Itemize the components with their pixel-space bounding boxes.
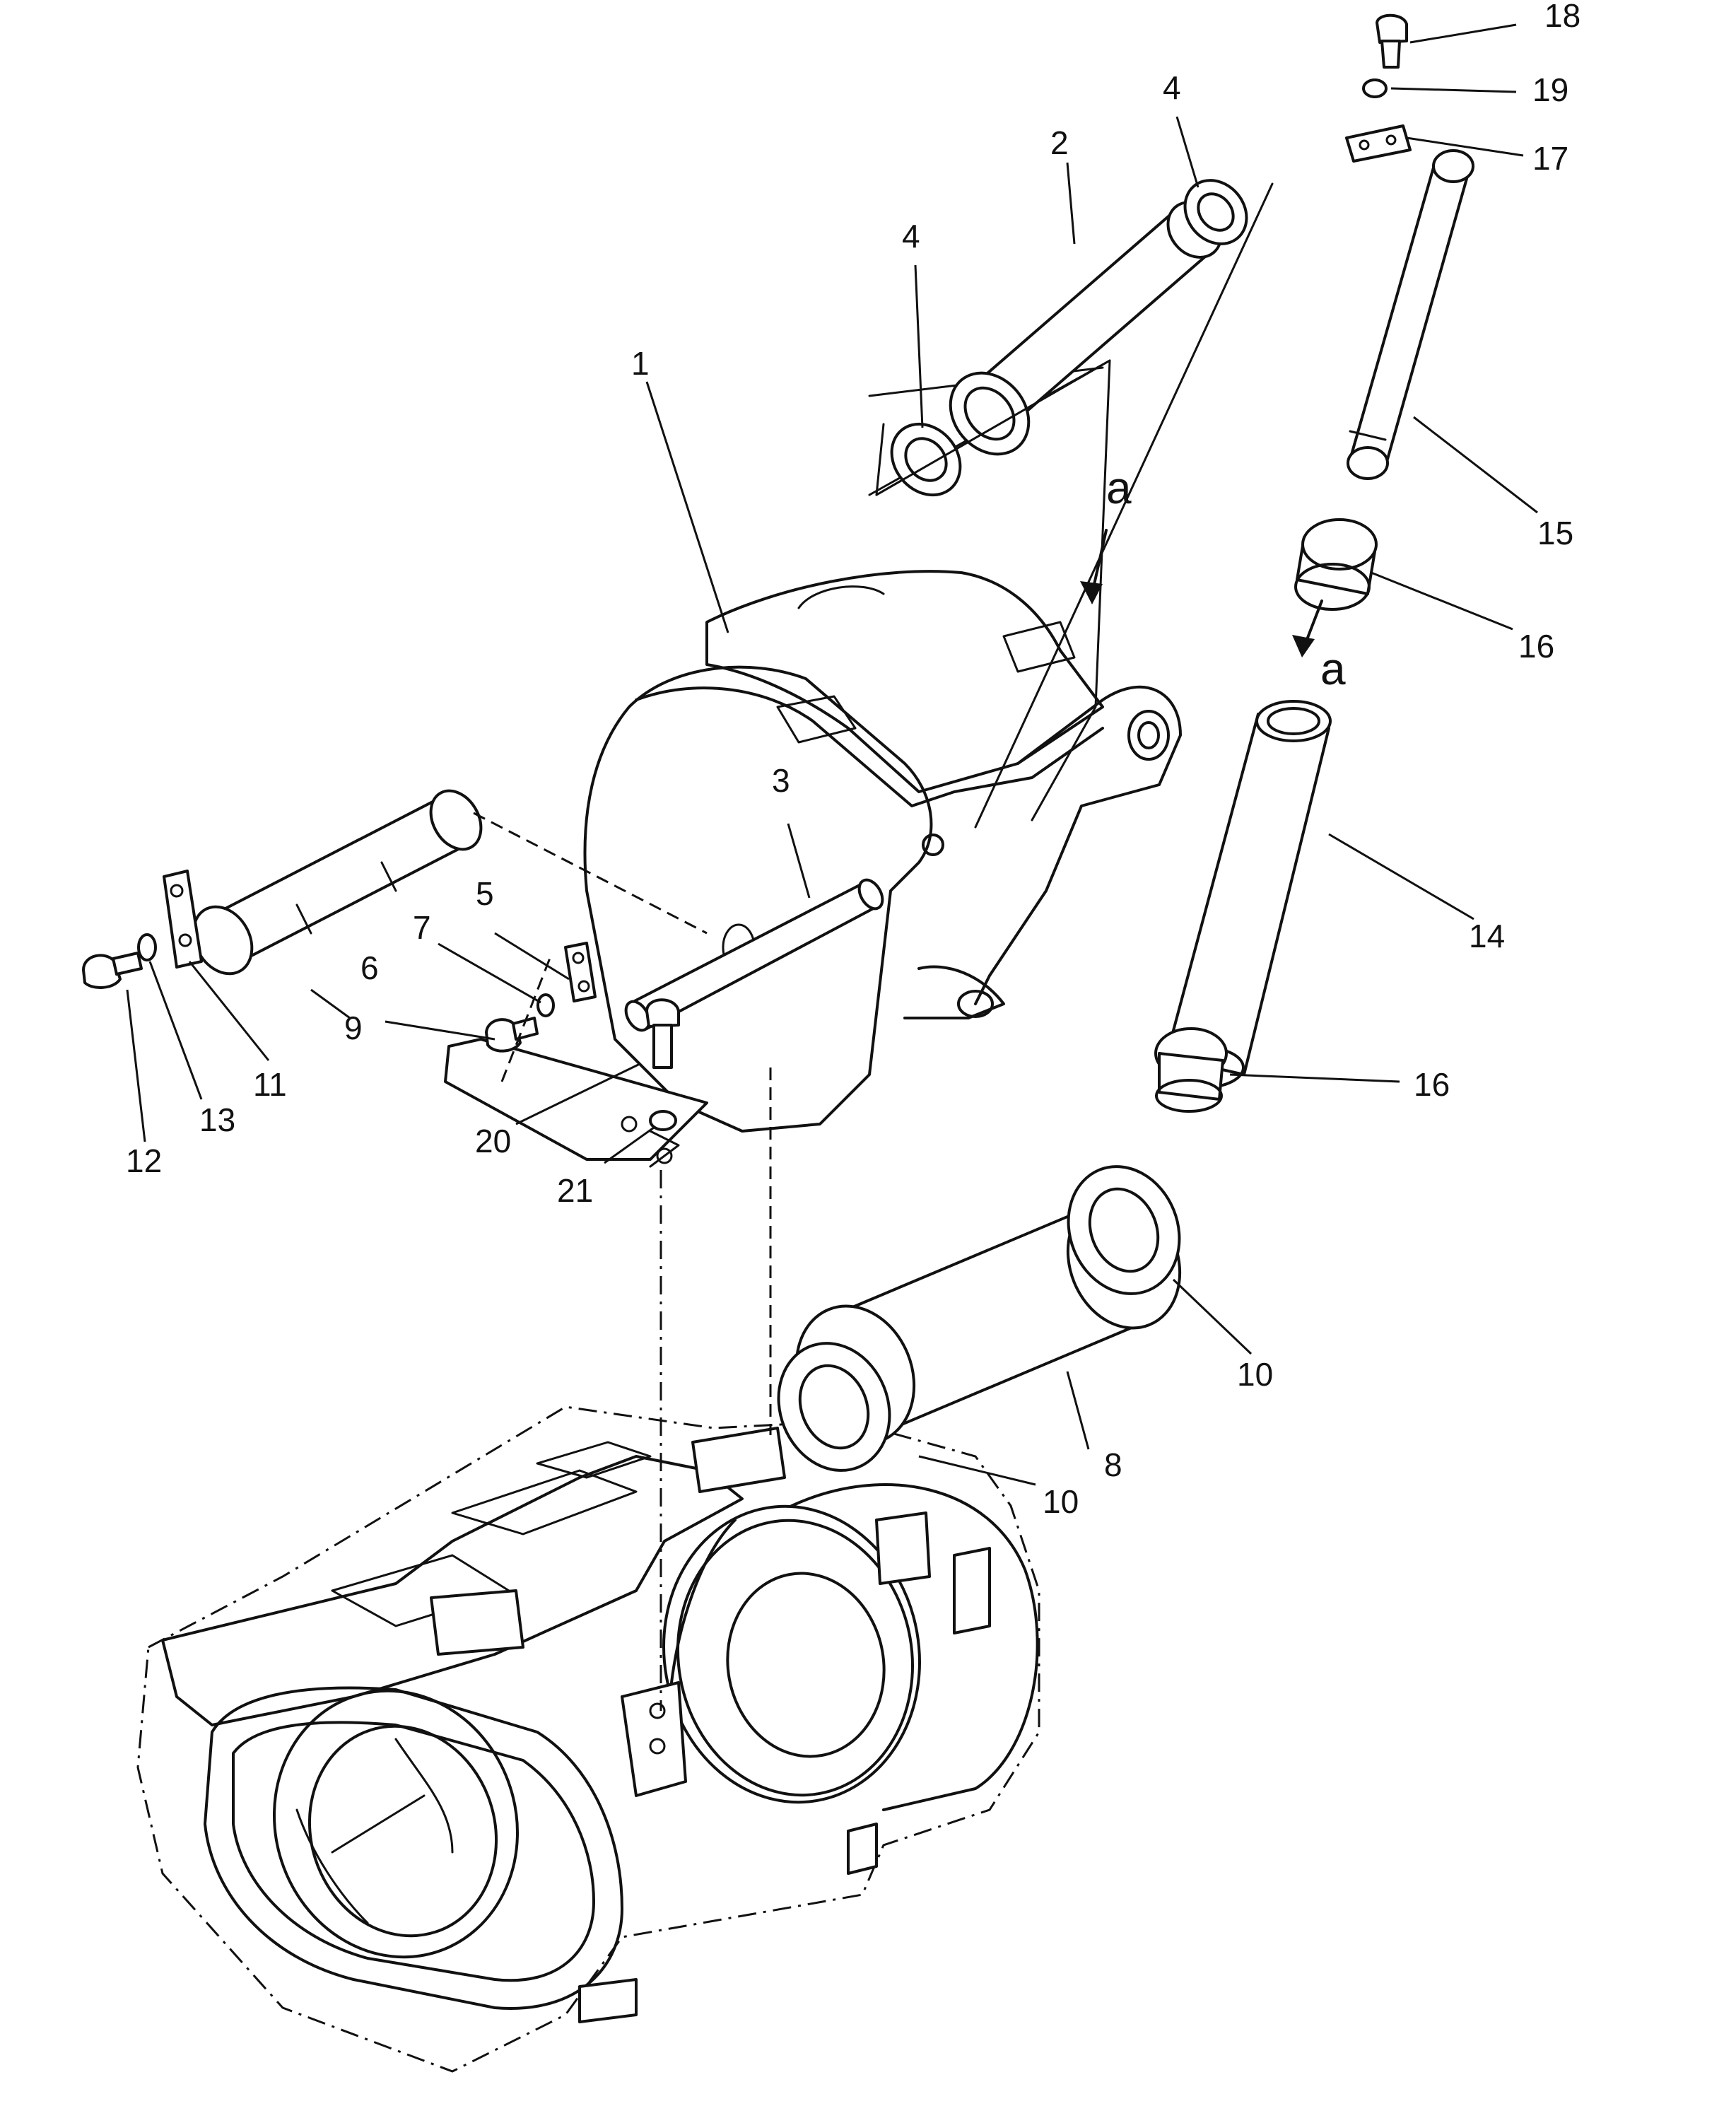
callout-2: 2 bbox=[1050, 124, 1069, 161]
view-arrow-a-2 bbox=[1292, 600, 1323, 657]
callout-10-left: 10 bbox=[1043, 1483, 1079, 1520]
leader-lines bbox=[126, 23, 1538, 1486]
bolt-20 bbox=[645, 998, 680, 1069]
plate-11 bbox=[163, 870, 203, 969]
callout-9: 9 bbox=[344, 1010, 363, 1046]
callout-6: 6 bbox=[360, 949, 379, 986]
bearing-10-left bbox=[777, 1342, 891, 1472]
plate-17 bbox=[1345, 124, 1412, 163]
callout-5: 5 bbox=[476, 875, 494, 912]
callout-1: 1 bbox=[631, 345, 650, 382]
callout-7: 7 bbox=[413, 909, 431, 946]
bushing-16-top bbox=[1294, 518, 1378, 611]
view-marker-a-2: a bbox=[1320, 643, 1346, 694]
callout-4-right: 4 bbox=[1163, 69, 1181, 106]
pin-3 bbox=[624, 878, 884, 1032]
callout-11: 11 bbox=[253, 1066, 287, 1103]
callout-14: 14 bbox=[1469, 918, 1505, 954]
bolt-18 bbox=[1376, 13, 1408, 69]
callout-12: 12 bbox=[126, 1142, 162, 1179]
callout-18: 18 bbox=[1544, 0, 1580, 34]
callout-labels: 1 2 3 4 4 5 6 7 8 9 10 10 11 12 13 14 15… bbox=[126, 0, 1580, 1520]
washer-21 bbox=[649, 1110, 677, 1131]
bolt-6 bbox=[485, 1017, 539, 1053]
callout-4-left: 4 bbox=[902, 218, 920, 255]
callout-3: 3 bbox=[772, 762, 790, 799]
transmission-case bbox=[136, 1405, 1040, 2073]
callout-8: 8 bbox=[1104, 1446, 1122, 1483]
callout-13: 13 bbox=[199, 1101, 235, 1138]
callout-10-right: 10 bbox=[1237, 1356, 1273, 1393]
tube-14 bbox=[1165, 700, 1332, 1089]
washer-7 bbox=[536, 993, 555, 1017]
washer-13 bbox=[137, 933, 157, 961]
bushing-16-bottom bbox=[1154, 1027, 1228, 1113]
callout-21: 21 bbox=[557, 1172, 593, 1209]
pin-15 bbox=[1347, 149, 1474, 480]
pin-9 bbox=[192, 789, 708, 976]
steering-case-part-1 bbox=[444, 570, 1182, 1168]
callout-17: 17 bbox=[1532, 140, 1568, 177]
bolt-12 bbox=[82, 952, 143, 989]
view-marker-a-1: a bbox=[1106, 462, 1132, 513]
bearing-10-right bbox=[1067, 1165, 1181, 1295]
plate-5 bbox=[564, 942, 597, 1002]
callout-19: 19 bbox=[1532, 71, 1568, 108]
callout-15: 15 bbox=[1537, 515, 1573, 551]
callout-20: 20 bbox=[475, 1123, 511, 1159]
view-arrow-a-1 bbox=[1080, 529, 1108, 604]
callout-16-top: 16 bbox=[1518, 628, 1554, 665]
washer-19 bbox=[1362, 78, 1388, 98]
callout-16-bottom: 16 bbox=[1414, 1066, 1450, 1103]
shaft-assembly-2 bbox=[868, 179, 1274, 829]
